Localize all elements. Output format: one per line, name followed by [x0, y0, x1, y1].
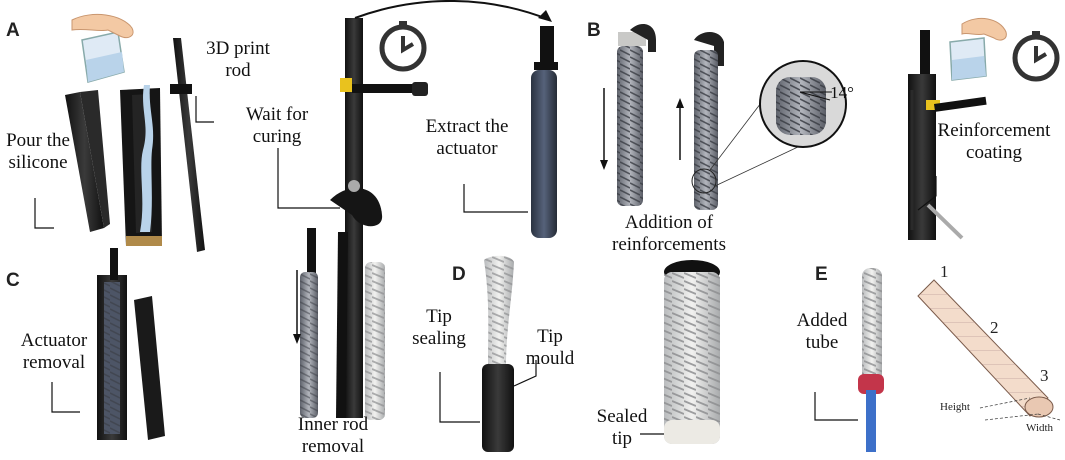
coating-rig: [908, 30, 987, 240]
clock-icon-2: [1012, 31, 1060, 82]
leader-lines: [34, 96, 937, 435]
segment-diagram: [917, 279, 1061, 421]
inner-rod-removal: [300, 228, 385, 420]
sealed-tip-closeup: [664, 260, 720, 444]
segment-number-3: 3: [1040, 366, 1049, 385]
reinforced-actuator-2: [694, 32, 724, 210]
panel-label-d: D: [452, 264, 466, 285]
curved-arrow-icon: [354, 0, 551, 21]
zoom-inset: [759, 60, 847, 148]
clock-icon: [379, 21, 427, 72]
pouring-hand-icon-2: [949, 17, 1007, 81]
angle-label: 14°: [830, 83, 854, 102]
open-mould-with-silicone: [120, 85, 162, 246]
panel-label-c: C: [6, 270, 20, 291]
segment-number-1: 1: [940, 262, 949, 281]
open-mould-left: [65, 90, 110, 232]
extracted-actuator: [531, 26, 558, 238]
zoom-source-circle: [691, 168, 717, 194]
tip-sealing-actuator: [482, 255, 514, 452]
mould-with-actuator: [97, 248, 165, 440]
pouring-hand-icon: [71, 14, 134, 83]
panel-label-b: B: [587, 20, 601, 41]
silicone-stream: [140, 85, 154, 232]
curing-rig: [330, 18, 428, 418]
print-rod: [170, 38, 205, 252]
segment-number-2: 2: [990, 318, 999, 337]
height-label: Height: [940, 401, 970, 413]
width-label: Width: [1026, 422, 1054, 434]
panel-label-a: A: [6, 20, 20, 41]
reinforced-actuator-1: [617, 24, 656, 206]
panel-label-e: E: [815, 264, 828, 285]
tube-actuator: [858, 268, 884, 452]
